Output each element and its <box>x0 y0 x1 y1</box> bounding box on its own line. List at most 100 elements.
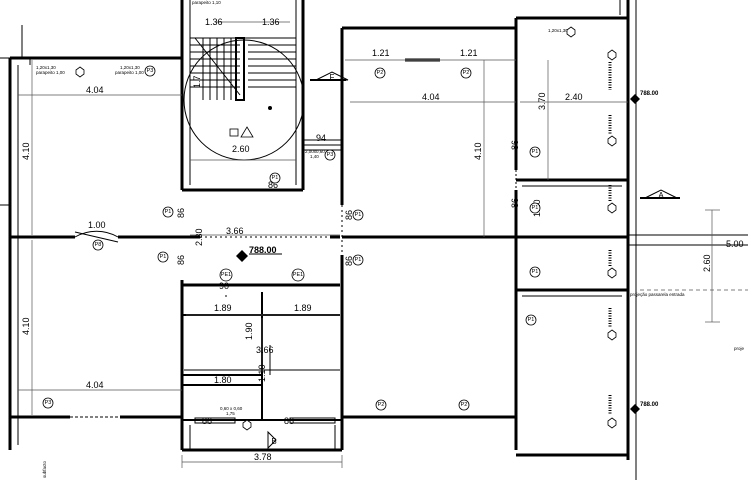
note-win-left-b2: parapeito 1,00 <box>115 70 144 75</box>
fixture-p2-top: P2 <box>374 67 386 79</box>
note-win-left-a: 1,20x1,30 <box>36 65 56 70</box>
dim-small-189b: 1.89 <box>294 303 312 313</box>
fixture-box-stair <box>229 128 239 137</box>
dim-corridor-94: 94 <box>316 133 326 143</box>
fixture-hex-right-6 <box>607 417 617 429</box>
svg-text:P1: P1 <box>272 175 279 181</box>
dim-door-86-d: 86 <box>176 255 186 265</box>
dim-door-86-h: 86 <box>284 416 294 426</box>
fixture-hex-right-5 <box>607 329 617 341</box>
note-win-right-top: 1,20x1,30 <box>548 28 568 33</box>
dim-stair-depth: 1.7 <box>192 75 202 88</box>
note-parapeito: parapeito 1,10 <box>192 0 221 5</box>
dim-stair-landing: 2.60 <box>232 144 250 154</box>
fixture-hex-right-top <box>566 26 576 38</box>
note-win-small2: 1,75 <box>226 411 235 416</box>
note-win-left-b: 1,20x1,30 <box>120 65 140 70</box>
dim-small-189a: 1.89 <box>214 303 232 313</box>
note-win-corr: 2,00x0,60 <box>305 149 325 154</box>
dim-door-86-g: 86 <box>202 416 212 426</box>
svg-text:PE1: PE1 <box>221 272 231 278</box>
fixture-pe1-a: PE1 <box>219 268 233 282</box>
fixture-pe1-b: PE1 <box>291 268 305 282</box>
svg-text:P1: P1 <box>532 205 539 211</box>
dim-stair-width-left: 1.36 <box>205 17 223 27</box>
dim-right-ext-260: 2.60 <box>702 254 712 272</box>
fixture-p3-a: P3 <box>144 65 156 77</box>
dim-small-366: 3.66 <box>256 345 274 355</box>
svg-text:P1: P1 <box>528 317 535 323</box>
note-win-left-a2: parapeito 1,00 <box>36 70 65 75</box>
dim-door-86-f: 86 <box>344 256 354 266</box>
note-projection: projeção passarela entrada <box>630 292 685 297</box>
fixture-hex-right-4 <box>607 267 617 279</box>
fixture-hex-left <box>75 66 85 78</box>
dim-top-mid-width: 4.04 <box>422 92 440 102</box>
svg-text:P1: P1 <box>355 212 362 218</box>
svg-text:P1: P1 <box>532 149 539 155</box>
note-sub-left: subfacto <box>42 460 47 478</box>
fixture-p1-left-b: P1 <box>157 251 169 263</box>
dim-door-86-b: 86 <box>510 198 520 208</box>
svg-text:P3: P3 <box>327 152 334 158</box>
fixture-p1-right-a: P1 <box>529 146 541 158</box>
dimension-labels: 1.36 1.36 1.7 2.60 94 4.04 4.10 1.21 1.2… <box>21 17 744 462</box>
dim-door-86-c: 86 <box>176 208 186 218</box>
section-markers: F A B <box>267 71 680 450</box>
dim-door-86-i: 86 <box>268 180 278 190</box>
fixture-p2-bottom-b: P2 <box>458 399 470 411</box>
fixture-p1-left: P1 <box>162 206 174 218</box>
svg-text:P1: P1 <box>160 254 167 260</box>
annotations: parapeito 1,10 1,20x1,30 parapeito 1,00 … <box>36 0 745 478</box>
dim-door-100: 1.00 <box>88 220 106 230</box>
level-markers: 788.00 788.00 788.00 <box>236 91 659 414</box>
dim-bottom-left-height: 4.10 <box>21 317 31 335</box>
level-diamond-right-top <box>630 94 640 104</box>
fixture-p1-mid-b: P1 <box>352 254 364 266</box>
svg-text:PE1: PE1 <box>293 272 303 278</box>
svg-text:P3: P3 <box>147 68 154 74</box>
openings <box>29 58 517 424</box>
svg-text:P2: P2 <box>463 70 470 76</box>
svg-text:P2: P2 <box>377 70 384 76</box>
fixture-p1-mid: P1 <box>352 209 364 221</box>
staircase <box>183 37 305 161</box>
note-win-corr2: 1,40 <box>310 154 319 159</box>
svg-text:P1: P1 <box>355 257 362 263</box>
fixture-hex-right-2 <box>607 135 617 147</box>
fixture-p3-corr: P3 <box>324 149 336 161</box>
dim-corridor-width: 3.66 <box>226 226 244 236</box>
fixtures: P3 P2 P2 P1 P8 P1 P1 P1 PE1 PE1 P1 P3 P1… <box>42 26 617 431</box>
section-marker-a: A <box>658 191 664 200</box>
svg-text:P1: P1 <box>165 209 172 215</box>
dim-door-90: 90 <box>219 281 229 291</box>
section-marker-f: F <box>330 73 335 82</box>
dim-top-mid-height: 4.10 <box>473 142 483 160</box>
svg-text:P8: P8 <box>95 242 102 248</box>
section-marker-b-icon <box>267 430 277 450</box>
dim-top-left-height: 4.10 <box>21 142 31 160</box>
fixture-p1-stair: P1 <box>269 172 281 184</box>
dim-right-ext-500: 5.00 <box>726 239 744 249</box>
svg-text:P2: P2 <box>461 402 468 408</box>
dim-small-190: 1.90 <box>244 322 254 340</box>
dim-top-mid-121b: 1.21 <box>460 48 478 58</box>
dim-top-left-width: 4.04 <box>86 85 104 95</box>
fixture-p2-bottom-a: P2 <box>375 399 387 411</box>
note-proje-right: proje <box>734 346 745 351</box>
level-right-bottom: 788.00 <box>640 402 659 408</box>
dim-door-86-e: 86 <box>344 210 354 220</box>
svg-text:P1: P1 <box>532 269 539 275</box>
dim-top-mid-121a: 1.21 <box>372 48 390 58</box>
fixture-p3-bottom: P3 <box>42 397 54 409</box>
dim-small-180: 1.80 <box>214 375 232 385</box>
fixture-p1-right-b: P1 <box>529 202 541 214</box>
dim-right-room-height: 3.70 <box>537 92 547 110</box>
fixture-hex-right-1 <box>607 49 617 61</box>
fixture-hex-right-3 <box>607 202 617 214</box>
dim-right-room-width: 2.40 <box>565 92 583 102</box>
dim-small-110: 1.10 <box>257 364 267 382</box>
dim-door-86-a: 86 <box>510 140 520 150</box>
fixture-p1-right-c: P1 <box>529 266 541 278</box>
